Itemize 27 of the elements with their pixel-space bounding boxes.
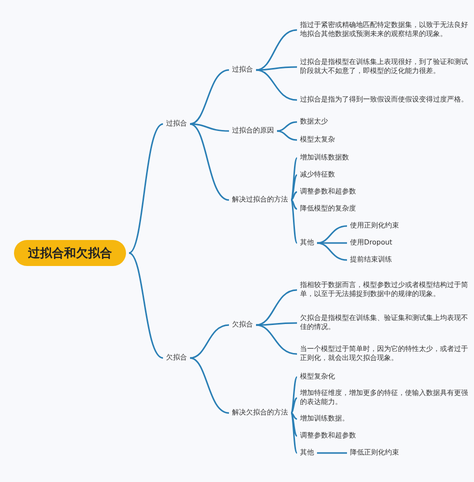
connector-line bbox=[316, 242, 348, 261]
connector-line bbox=[276, 121, 298, 132]
connector-line bbox=[290, 412, 298, 420]
connector-line bbox=[317, 452, 347, 454]
connector-line bbox=[290, 200, 298, 244]
connector-line bbox=[290, 158, 298, 200]
connector-line bbox=[290, 376, 298, 414]
connector-line bbox=[256, 66, 297, 71]
connector-line bbox=[290, 412, 298, 454]
connector-line bbox=[290, 412, 298, 437]
connector-line bbox=[290, 397, 298, 414]
connector-line bbox=[290, 174, 298, 200]
connector-line bbox=[256, 324, 298, 355]
connector-line bbox=[316, 225, 348, 244]
connector-line bbox=[256, 69, 298, 101]
connector-line bbox=[128, 252, 164, 359]
connector-line bbox=[190, 123, 230, 132]
connector-line bbox=[190, 324, 230, 359]
connector-line bbox=[256, 322, 297, 326]
connector-line bbox=[190, 357, 230, 414]
connector-line bbox=[128, 123, 164, 254]
connector-line bbox=[290, 199, 298, 210]
connector-line bbox=[190, 69, 230, 125]
central-topic: 过拟合和欠拟合 bbox=[14, 240, 126, 266]
connector-line bbox=[276, 130, 298, 141]
connector-line bbox=[290, 191, 298, 201]
connector-line bbox=[190, 123, 230, 201]
